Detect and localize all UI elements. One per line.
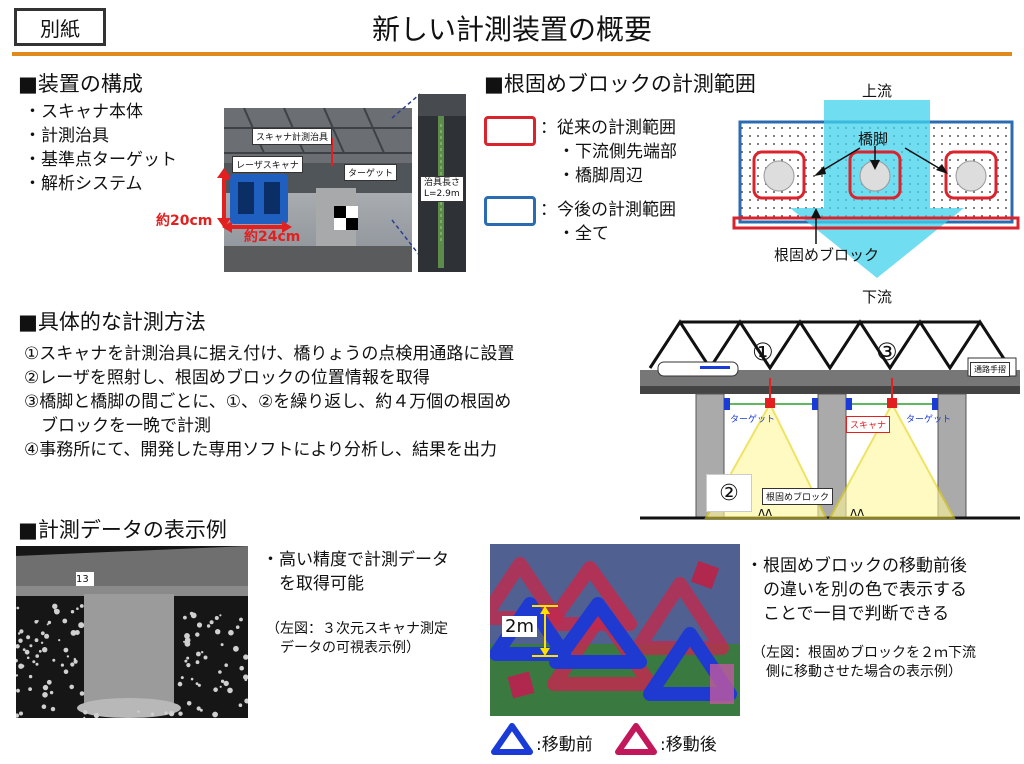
downstream-label: 下流 — [862, 288, 893, 306]
step-item: ブロックを一晩で計測 — [24, 416, 211, 436]
dimension-width-label: 約24cm — [244, 229, 301, 245]
note-line: 側に移動させた場合の表示例） — [752, 664, 962, 680]
svg-text:ʌʌ: ʌʌ — [850, 505, 864, 519]
block-tag: 根固めブロック — [762, 488, 834, 505]
dimension-2m-label: 2m — [502, 616, 537, 637]
diagram-number-3: ③ — [876, 338, 898, 366]
diagram-number-1: ① — [752, 338, 774, 366]
range-heading: ■根固めブロックの計測範囲 — [484, 72, 756, 96]
text-line: の違いを別の色で表示する — [746, 580, 967, 600]
note-line: （左図：根固めブロックを２ｍ下流 — [752, 645, 976, 661]
legend-after-label: :移動後 — [660, 735, 717, 755]
step-item: ④事務所にて、開発した専用ソフトにより分析し、結果を出力 — [24, 440, 498, 460]
legend-new-label: ：今後の計測範囲 — [540, 200, 676, 220]
legend-new-swatch — [484, 196, 536, 226]
method-heading: ■具体的な計測方法 — [18, 310, 206, 334]
pier-label: 橋脚 — [858, 130, 889, 148]
display-left-note: （左図：３次元スキャナ測定 データの可視表示例） — [266, 620, 448, 658]
laser-scanner-label: レーザスキャナ — [232, 156, 303, 173]
device-heading: ■装置の構成 — [18, 72, 143, 96]
dimension-height-label: 約20cm — [156, 213, 213, 229]
legend-old-swatch — [484, 116, 536, 146]
step-item: ①スキャナを計測治具に据え付け、橋りょうの点検用通路に設置 — [24, 344, 515, 364]
target-label: ターゲット — [344, 164, 398, 181]
width-arrow-icon — [222, 221, 292, 233]
walkway-label: 通路手摺 — [970, 362, 1010, 377]
upstream-label: 上流 — [862, 82, 893, 100]
page-title: 新しい計測装置の概要 — [371, 13, 652, 46]
list-item: ・解析システム — [24, 174, 143, 194]
legend-new-text: ：今後の計測範囲 ・全て — [540, 198, 676, 246]
jig-length-label: 治具長さ L=2.9m — [420, 176, 465, 202]
block-label: 根固めブロック — [774, 246, 880, 264]
display-left-text: ・高い精度で計測データ を取得可能 — [262, 548, 449, 596]
method-steps: ①スキャナを計測治具に据え付け、橋りょうの点検用通路に設置 ②レーザを照射し、根… — [24, 342, 514, 462]
svg-text:ʌʌ: ʌʌ — [758, 505, 772, 519]
list-item: ・スキャナ本体 — [24, 102, 143, 122]
display-heading: ■計測データの表示例 — [18, 518, 227, 542]
legend-old-sub: ・下流側先端部 — [558, 142, 677, 162]
dimension-arrow-icon — [532, 605, 558, 657]
triangle-before-icon — [491, 723, 533, 755]
legend-old-sub: ・橋脚周辺 — [558, 166, 643, 186]
point-cloud-image — [16, 546, 248, 718]
jig-label: スキャナ計測治具 — [252, 128, 333, 145]
text-line: ことで一目で判断できる — [746, 604, 950, 624]
connector-lines — [391, 93, 421, 257]
note-line: データの可視表示例） — [266, 640, 420, 656]
triangle-after-icon — [615, 723, 657, 755]
target-left-label: ターゲット — [730, 415, 776, 425]
title-divider — [12, 52, 1012, 56]
list-item: ・基準点ターゲット — [24, 150, 177, 170]
attachment-badge: 別紙 — [14, 8, 106, 46]
legend-before-label: :移動前 — [536, 735, 593, 755]
legend-old-text: ：従来の計測範囲 ・下流側先端部 ・橋脚周辺 — [540, 116, 677, 188]
display-right-note: （左図：根固めブロックを２ｍ下流 側に移動させた場合の表示例） — [752, 644, 976, 682]
target-right-label: ターゲット — [906, 415, 952, 425]
jig-length-value: L=2.9m — [424, 189, 460, 199]
device-item-list: ・スキャナ本体 ・計測治具 ・基準点ターゲット ・解析システム — [24, 100, 177, 196]
scanner-label: スキャナ — [846, 416, 891, 433]
text-line: を取得可能 — [262, 574, 364, 594]
height-arrow-icon — [217, 168, 231, 228]
text-line: ・高い精度で計測データ — [262, 550, 449, 570]
legend-new-sub: ・全て — [558, 224, 609, 244]
text-line: ・根固めブロックの移動前後 — [746, 556, 967, 576]
diagram-number-2: ② — [706, 474, 752, 512]
display-right-text: ・根固めブロックの移動前後 の違いを別の色で表示する ことで一目で判断できる — [746, 554, 967, 626]
note-line: （左図：３次元スキャナ測定 — [266, 621, 448, 637]
pier-number: 13 — [76, 574, 89, 585]
step-item: ②レーザを照射し、根固めブロックの位置情報を取得 — [24, 368, 430, 388]
step-item: ③橋脚と橋脚の間ごとに、①、②を繰り返し、約４万個の根固め — [24, 392, 512, 412]
jig-length-title: 治具長さ — [424, 178, 461, 188]
range-diagram — [732, 100, 1020, 278]
legend-old-label: ：従来の計測範囲 — [540, 118, 676, 138]
list-item: ・計測治具 — [24, 126, 109, 146]
